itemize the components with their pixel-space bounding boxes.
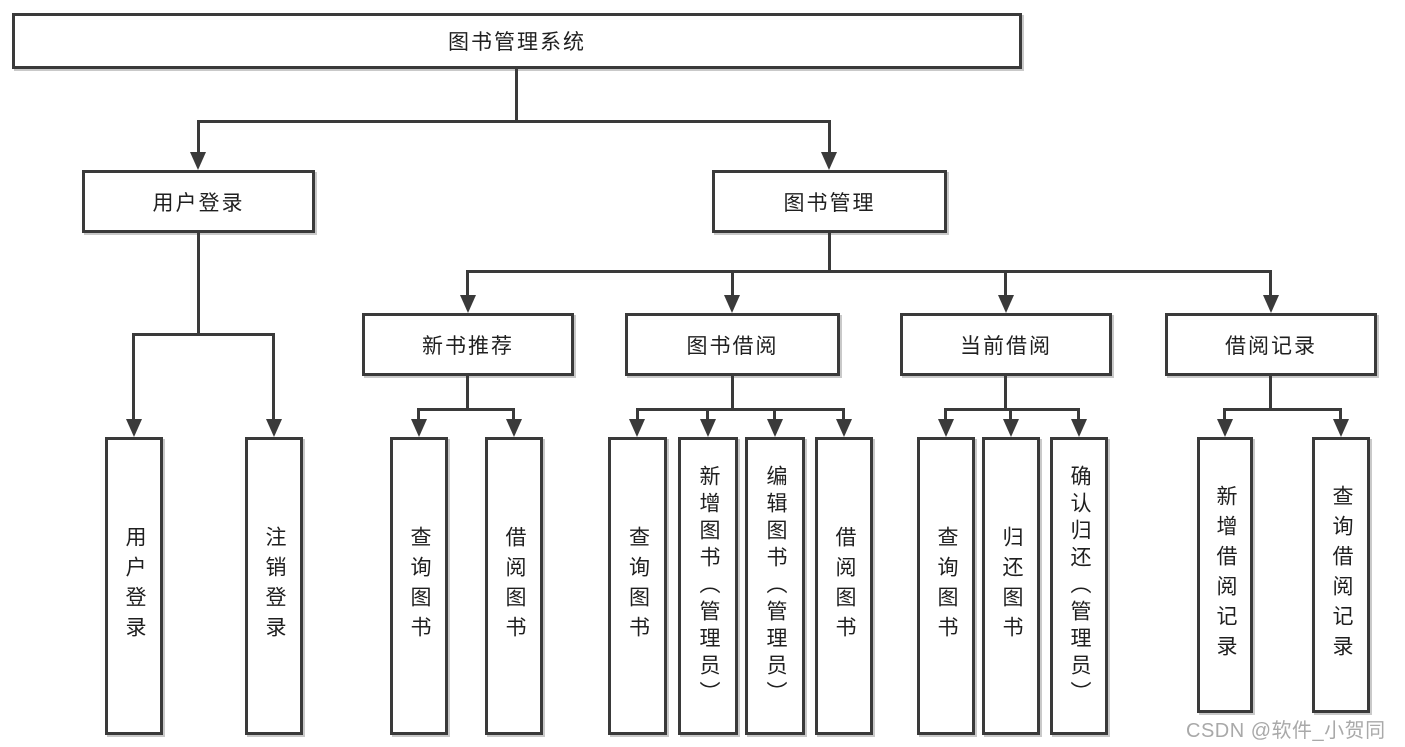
connector-leaf-bb-query-stub — [636, 408, 639, 422]
leaf-borrow-query-books-label: 查询图书 — [626, 526, 650, 646]
node-user-login: 用户登录 — [82, 170, 315, 233]
leaf-current-return-books: 归还图书 — [982, 437, 1040, 735]
connector-root-stem — [515, 68, 518, 123]
node-borrow-records: 借阅记录 — [1165, 313, 1377, 376]
node-current-borrow: 当前借阅 — [900, 313, 1112, 376]
connector-user-login-stem — [197, 230, 200, 336]
arrowhead-leaf-cb-query — [938, 419, 954, 437]
leaf-borrow-query-books: 查询图书 — [608, 437, 667, 735]
connector-new-book-recommend-stem — [466, 374, 469, 411]
connector-leaf-br-query-stub — [1339, 408, 1342, 422]
arrowhead-leaf-bb-add — [700, 419, 716, 437]
connector-new-book-recommend-stub — [466, 270, 469, 298]
arrowhead-current-borrow — [998, 295, 1014, 313]
connector-user-login-stub — [197, 120, 200, 154]
leaf-current-confirm-return: 确认归还（管理员） — [1050, 437, 1108, 735]
leaf-records-add-record: 新增借阅记录 — [1197, 437, 1253, 713]
leaf-records-add-record-label: 新增借阅记录 — [1214, 485, 1237, 665]
node-book-borrow: 图书借阅 — [625, 313, 840, 376]
leaf-records-query-record-label: 查询借阅记录 — [1330, 485, 1353, 665]
leaf-borrow-borrow-books-label: 借阅图书 — [833, 526, 856, 646]
connector-current-borrow-stub — [1004, 270, 1007, 298]
node-root-label: 图书管理系统 — [448, 31, 586, 54]
node-root: 图书管理系统 — [12, 13, 1022, 69]
node-new-book-recommend-label: 新书推荐 — [422, 334, 514, 358]
connector-leaf-bb-add-stub — [706, 408, 709, 422]
arrowhead-leaf-bb-query — [629, 419, 645, 437]
leaf-logout-label: 注销登录 — [263, 526, 286, 646]
leaf-current-query-books: 查询图书 — [917, 437, 975, 735]
leaf-borrow-add-books: 新增图书（管理员） — [678, 437, 738, 735]
connector-borrow-records-stub — [1269, 270, 1272, 298]
connector-book-borrow-stem — [731, 374, 734, 411]
leaf-user-login-label: 用户登录 — [123, 526, 146, 646]
connector-leaf-cb-return-stub — [1009, 408, 1012, 422]
arrowhead-leaf-rec-query — [411, 419, 427, 437]
arrowhead-new-book-recommend — [460, 295, 476, 313]
leaf-records-query-record: 查询借阅记录 — [1312, 437, 1370, 713]
connector-leaf-bb-edit-stub — [773, 408, 776, 422]
connector-leaf-cb-query-stub — [944, 408, 947, 422]
arrowhead-leaf-cb-confirm — [1071, 419, 1087, 437]
arrowhead-leaf-br-add — [1217, 419, 1233, 437]
arrowhead-leaf-cb-return — [1003, 419, 1019, 437]
connector-new-book-recommend-horizontal — [417, 408, 515, 411]
arrowhead-user-login — [190, 152, 206, 170]
connector-leaf-rec-borrow-stub — [512, 408, 515, 422]
leaf-current-confirm-return-label: 确认归还（管理员） — [1068, 464, 1091, 708]
arrowhead-leaf-logout — [266, 419, 282, 437]
leaf-recommend-query-books: 查询图书 — [390, 437, 448, 735]
connector-book-borrow-stub — [731, 270, 734, 298]
connector-current-borrow-horizontal — [944, 408, 1080, 411]
csdn-watermark: CSDN @软件_小贺同学 — [1186, 720, 1386, 742]
arrowhead-leaf-user-login — [126, 419, 142, 437]
connector-root-horizontal — [197, 120, 831, 123]
leaf-borrow-add-books-label: 新增图书（管理员） — [697, 464, 720, 708]
node-book-management-label: 图书管理 — [783, 191, 876, 215]
connector-leaf-rec-query-stub — [417, 408, 420, 422]
node-new-book-recommend: 新书推荐 — [362, 313, 574, 376]
leaf-borrow-edit-books: 编辑图书（管理员） — [745, 437, 805, 735]
node-book-management: 图书管理 — [712, 170, 947, 233]
arrowhead-leaf-br-query — [1333, 419, 1349, 437]
leaf-current-query-books-label: 查询图书 — [935, 526, 958, 646]
node-user-login-label: 用户登录 — [152, 191, 245, 215]
connector-book-management-stem — [828, 230, 831, 272]
connector-current-borrow-stem — [1004, 374, 1007, 411]
connector-leaf-logout-stub — [272, 333, 275, 420]
leaf-recommend-borrow-books: 借阅图书 — [485, 437, 543, 735]
leaf-current-return-books-label: 归还图书 — [1000, 526, 1023, 646]
leaf-logout: 注销登录 — [245, 437, 303, 735]
connector-book-management-horizontal — [466, 270, 1272, 273]
connector-borrow-records-stem — [1269, 374, 1272, 411]
leaf-recommend-borrow-books-label: 借阅图书 — [503, 526, 526, 646]
connector-leaf-cb-confirm-stub — [1077, 408, 1080, 422]
connector-leaf-user-login-stub — [132, 333, 135, 420]
connector-leaf-bb-borrow-stub — [842, 408, 845, 422]
leaf-recommend-query-books-label: 查询图书 — [408, 526, 431, 646]
connector-book-borrow-horizontal — [636, 408, 845, 411]
arrowhead-book-borrow — [724, 295, 740, 313]
connector-user-login-horizontal — [132, 333, 275, 336]
arrowhead-book-management — [821, 152, 837, 170]
node-book-borrow-label: 图书借阅 — [686, 334, 779, 358]
arrowhead-leaf-rec-borrow — [506, 419, 522, 437]
connector-leaf-br-add-stub — [1223, 408, 1226, 422]
leaf-borrow-borrow-books: 借阅图书 — [815, 437, 873, 735]
leaf-user-login: 用户登录 — [105, 437, 163, 735]
arrowhead-leaf-bb-borrow — [836, 419, 852, 437]
leaf-borrow-edit-books-label: 编辑图书（管理员） — [764, 464, 787, 708]
node-borrow-records-label: 借阅记录 — [1225, 334, 1317, 358]
arrowhead-leaf-bb-edit — [767, 419, 783, 437]
arrowhead-borrow-records — [1263, 295, 1279, 313]
connector-borrow-records-horizontal — [1223, 408, 1342, 411]
node-current-borrow-label: 当前借阅 — [960, 334, 1052, 358]
connector-book-management-stub — [828, 120, 831, 154]
